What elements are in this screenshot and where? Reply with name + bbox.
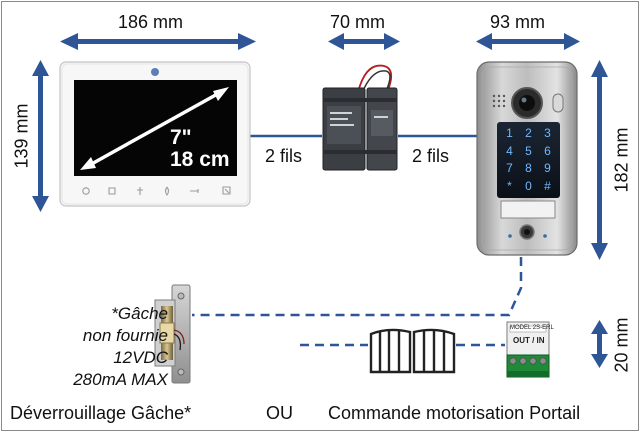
talk-icon <box>137 187 143 195</box>
dim-arrow-plate-width <box>476 33 580 50</box>
indoor-monitor <box>59 61 251 207</box>
key-0: 0 <box>525 178 532 193</box>
caption-or: OU <box>266 403 293 423</box>
screen-diagonal-arrow <box>80 87 229 170</box>
key-2: 2 <box>525 126 532 140</box>
key-6: 6 <box>544 143 551 158</box>
label-plate-width: 93 mm <box>490 12 546 32</box>
key-9: 9 <box>544 161 551 175</box>
controller-out-in-label: OUT / IN <box>513 336 545 345</box>
caption-gate-control: Commande motorisation Portail <box>328 403 581 423</box>
label-wires-right: 2 fils <box>412 146 450 166</box>
monitor-icon <box>164 186 170 196</box>
strike-note-line-2: non fournie <box>82 326 168 345</box>
dim-arrow-controller-height <box>591 320 608 368</box>
name-tag <box>500 200 556 219</box>
key-7: 7 <box>506 161 513 175</box>
dim-arrow-monitor-width <box>60 33 256 50</box>
key-5: 5 <box>525 143 532 158</box>
power-icon <box>82 187 90 195</box>
dim-arrow-plate-height <box>591 60 608 260</box>
camera-icon <box>151 68 159 76</box>
strike-note-line-4: 280mA MAX <box>73 370 168 389</box>
electric-strike <box>154 284 191 384</box>
key-star: * <box>507 178 512 193</box>
gate-icon <box>369 328 456 374</box>
keypad <box>497 122 560 198</box>
power-module <box>322 64 398 171</box>
wire-dashed <box>192 257 523 347</box>
label-plate-height: 182 mm <box>611 127 632 193</box>
caption-strike-unlock: Déverrouillage Gâche* <box>10 403 192 423</box>
label-wires-left: 2 fils <box>265 146 303 166</box>
key-hash: # <box>544 178 551 193</box>
key-icon <box>190 189 199 193</box>
key-1: 1 <box>506 126 513 140</box>
strike-note-line-1: *Gâche <box>111 304 168 323</box>
key-8: 8 <box>525 161 532 175</box>
screen-size-cm: 18 cm <box>170 148 230 171</box>
keypad-digits: 1 2 3 4 5 6 7 8 9 * 0 # <box>500 125 557 195</box>
key-3: 3 <box>544 126 551 140</box>
label-monitor-height: 139 mm <box>11 103 32 169</box>
dim-arrow-monitor-height <box>32 60 49 212</box>
outdoor-door-plate <box>476 61 578 256</box>
strike-note: *Gâche non fournie 12VDC 280mA MAX <box>40 303 168 391</box>
dim-arrow-module-width <box>328 33 400 50</box>
strike-note-line-3: 12VDC <box>113 348 168 367</box>
key-4: 4 <box>506 143 513 158</box>
controller-module <box>506 321 550 378</box>
screen-size-inch: 7" <box>170 126 192 149</box>
label-module-width: 70 mm <box>330 12 386 32</box>
controller-model-label: MODEL 2S-ERL <box>510 325 554 331</box>
menu-icon <box>222 186 231 195</box>
label-monitor-width: 186 mm <box>118 12 184 32</box>
label-controller-height: 20 mm <box>611 317 632 373</box>
intercom-icon <box>108 187 116 195</box>
